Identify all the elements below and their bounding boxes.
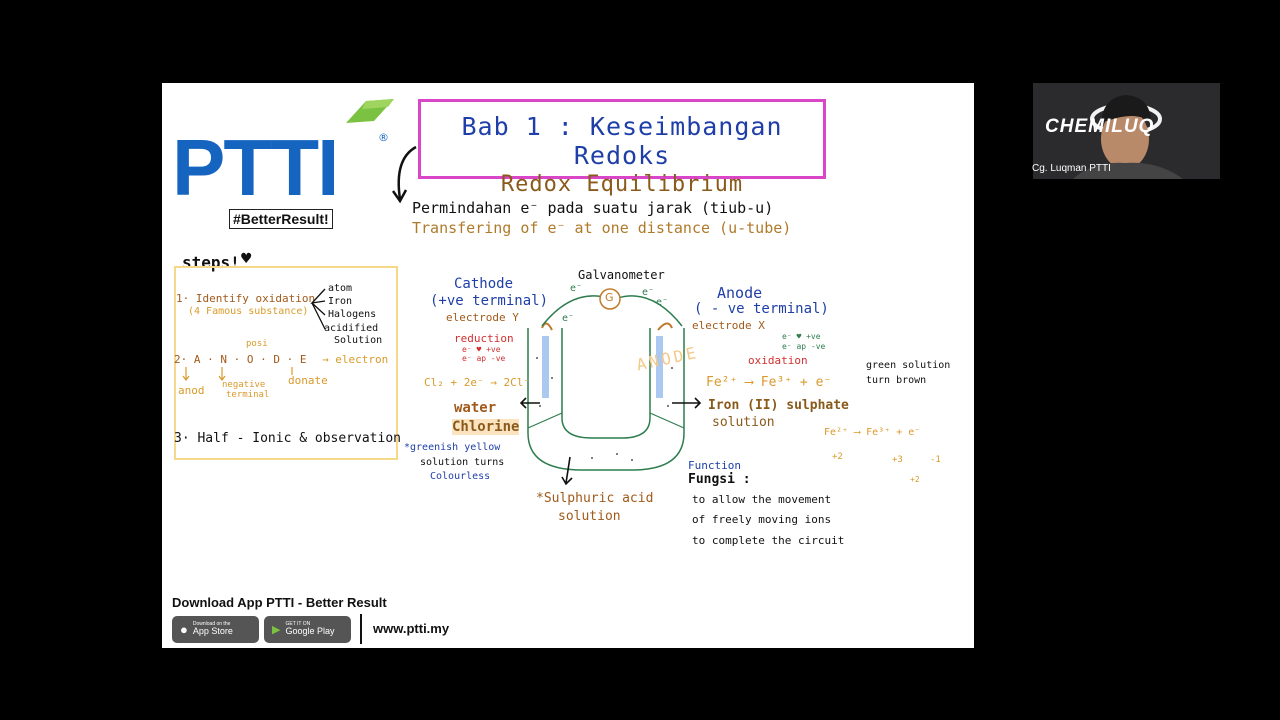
iron-equation: Fe²⁺ ⟶ Fe³⁺ + e⁻ — [706, 375, 832, 390]
overlay-logo: CHEMILUQ — [1045, 116, 1155, 137]
left-arrow-icon — [519, 397, 540, 409]
app-store-label: Download on the App Store — [192, 620, 233, 637]
reduction-label: reduction — [454, 332, 514, 345]
iron-solution-label: solution — [712, 415, 775, 430]
iron-sulphate-label: Iron (II) sulphate — [708, 398, 849, 413]
galvanometer-icon — [599, 288, 621, 310]
electron-label-3: e⁻ — [642, 287, 655, 298]
step-1-note: (4 Famous substance) — [188, 306, 309, 317]
step-2-negative: negative — [222, 380, 266, 390]
brace-lines — [310, 288, 326, 330]
right-arrow-icon — [672, 397, 702, 409]
ox-number-3: -1 — [930, 455, 941, 465]
step-1: 1· Identify oxidation — [176, 292, 316, 305]
step-2-terminal: terminal — [226, 390, 270, 400]
ptti-logo-leaf-icon — [346, 99, 394, 123]
heart-icon: ♥ — [240, 251, 253, 267]
chlorine-equation: Cl₂ + 2e⁻ → 2Cl⁻ — [424, 376, 530, 389]
website-link[interactable]: www.ptti.my — [373, 621, 450, 636]
cathode-label: Cathode — [454, 276, 514, 292]
electron-label-2: e⁻ — [562, 313, 575, 324]
google-play-text: Google Play — [285, 626, 335, 637]
iron-equation-2: Fe²⁺ ⟶ Fe³⁺ + e⁻ — [824, 427, 921, 438]
app-store-small-text: Download on the — [192, 620, 231, 627]
s1-item-atom: atom — [328, 283, 353, 294]
presentation-slide: PTTI ® #BetterResult! Bab 1 : Keseimbang… — [162, 83, 974, 648]
title-english: Redox Equilibrium — [500, 172, 744, 197]
google-play-label: GET IT ON Google Play — [285, 620, 335, 637]
webcam-tile: CHEMILUQ — [1033, 83, 1220, 179]
electron-label-4: e⁻ — [656, 297, 669, 308]
oxidation-note-1: e⁻ ♥ +ve — [782, 332, 821, 341]
ox-number-4: +2 — [910, 475, 920, 484]
curved-arrow-icon — [391, 145, 417, 204]
s1-item-solution: Solution — [334, 335, 383, 346]
oxidation-note-2: e⁻ ap -ve — [782, 342, 826, 351]
steps-box — [174, 266, 398, 460]
google-play-badge[interactable]: ▶ GET IT ON Google Play — [264, 616, 351, 643]
ox-number-1: +2 — [832, 452, 843, 462]
footer-separator — [360, 614, 362, 644]
s1-item-acidified: acidified — [324, 323, 379, 334]
registered-mark: ® — [378, 131, 389, 144]
step-2-donate: donate — [288, 374, 328, 387]
down-arrow-icon — [561, 456, 573, 486]
function-line-1: to allow the movement — [692, 493, 832, 506]
step-2-arrows — [182, 367, 293, 381]
green-solution-label: green solution — [866, 360, 951, 371]
function-ms-label: Fungsi : — [688, 472, 751, 487]
greenish-label: *greenish yellow — [404, 442, 501, 453]
ptti-logo: PTTI — [172, 123, 339, 212]
s1-item-halogens: Halogens — [328, 309, 377, 320]
presenter-silhouette — [1033, 83, 1220, 179]
anode-label: Anode — [717, 284, 763, 302]
cathode-terminal: (+ve terminal) — [430, 293, 549, 309]
app-store-text: App Store — [192, 626, 233, 637]
step-2-electron: → electron — [322, 353, 389, 366]
subtitle-english: Transfering of e⁻ at one distance (u-tub… — [412, 219, 792, 237]
galvanometer-label: Galvanometer — [578, 268, 665, 282]
oxidation-label: oxidation — [748, 354, 808, 367]
chlorine-label: Chlorine — [452, 419, 520, 435]
step-2-posi: posi — [246, 339, 268, 349]
google-play-small-text: GET IT ON — [285, 620, 311, 627]
presenter-name: Cg. Luqman PTTI — [1032, 163, 1111, 174]
title-box: Bab 1 : Keseimbangan Redoks Redox Equili… — [418, 99, 826, 197]
google-play-icon: ▶ — [272, 624, 281, 636]
title-malay: Bab 1 : Keseimbangan Redoks — [461, 112, 783, 170]
reduction-note-1: e⁻ ♥ +ve — [462, 345, 501, 354]
sulphuric-acid-label: *Sulphuric acid — [536, 491, 654, 506]
water-label: water — [454, 400, 497, 416]
function-line-3: to complete the circuit — [692, 534, 845, 547]
electrode-x: electrode X — [692, 319, 765, 332]
function-line-2: of freely moving ions — [692, 513, 832, 526]
turn-brown-label: turn brown — [866, 375, 927, 386]
sulphuric-solution-label: solution — [558, 509, 621, 524]
apple-icon: ● — [180, 622, 188, 637]
step-2-anod: anod — [178, 384, 205, 397]
colourless-label: Colourless — [430, 471, 491, 482]
step-3: 3· Half - Ionic & observation — [174, 431, 401, 446]
reduction-note-2: e⁻ ap -ve — [462, 354, 506, 363]
ox-number-2: +3 — [892, 455, 903, 465]
function-en-label: Function — [688, 459, 741, 472]
electron-label-1: e⁻ — [570, 283, 583, 294]
galvanometer-symbol: G — [605, 291, 614, 304]
u-tube-diagram — [527, 322, 685, 471]
step-2: 2· A · N · O · D · E — [174, 353, 307, 366]
s1-item-iron: Iron — [328, 296, 353, 307]
tagline: #BetterResult! — [229, 209, 333, 229]
anode-terminal: ( - ve terminal) — [694, 301, 829, 317]
turns-label: solution turns — [420, 457, 505, 468]
app-store-badge[interactable]: ● Download on the App Store — [172, 616, 259, 643]
subtitle-malay: Permindahan e⁻ pada suatu jarak (tiub-u) — [412, 199, 774, 217]
electrode-y: electrode Y — [446, 311, 519, 324]
download-text: Download App PTTI - Better Result — [172, 595, 387, 610]
